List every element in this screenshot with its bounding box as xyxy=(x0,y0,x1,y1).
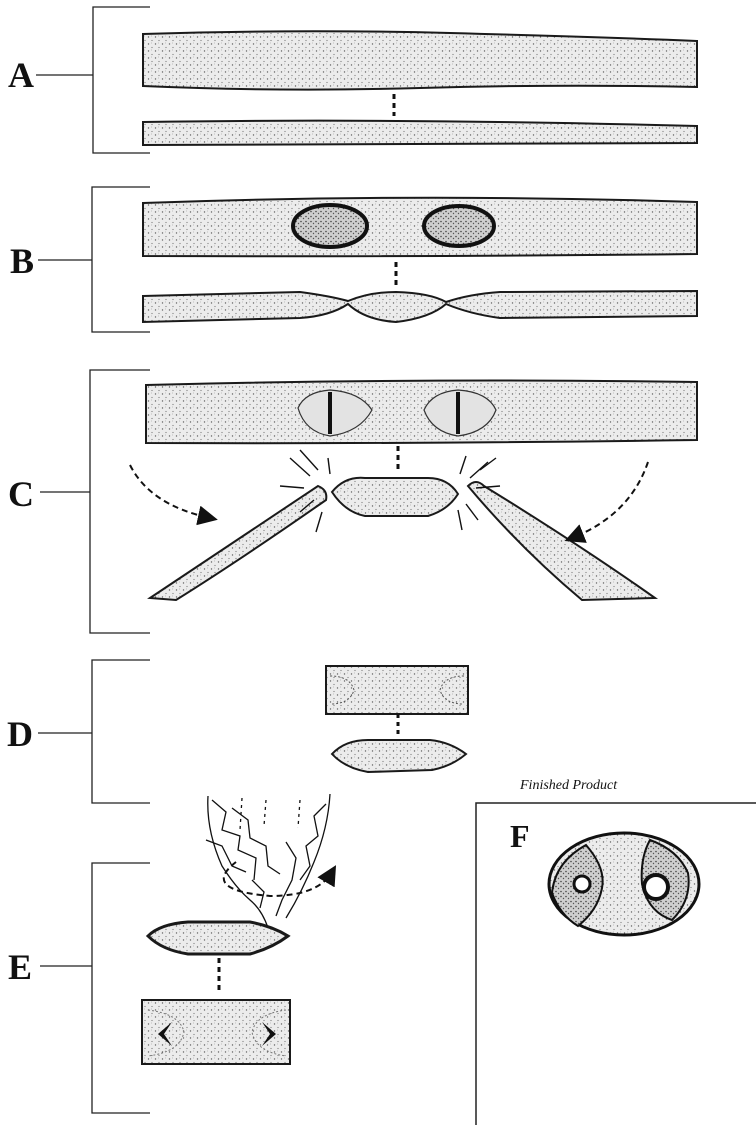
step-label-f: F xyxy=(510,820,530,852)
step-e-bracket xyxy=(92,863,150,1113)
step-b-bracket xyxy=(92,187,150,332)
freed-bead xyxy=(332,478,458,516)
step-a-panel xyxy=(36,7,697,153)
bead-blank-left xyxy=(293,205,367,247)
step-c-bracket xyxy=(90,370,150,633)
step-a-bracket xyxy=(93,7,150,153)
shard-left xyxy=(150,486,326,600)
step-label-a: A xyxy=(8,57,34,93)
bead-e-side-view xyxy=(148,922,288,954)
arrow-left xyxy=(130,465,210,518)
step-d-bracket xyxy=(92,660,150,803)
step-b-panel xyxy=(38,187,697,332)
cane-b-lower xyxy=(143,291,697,322)
finished-bead-hole-left xyxy=(574,876,590,892)
bead-blank-right xyxy=(424,206,494,246)
cane-thin xyxy=(143,121,697,145)
cane-b-upper xyxy=(143,198,697,257)
hide-pouch xyxy=(206,794,330,928)
polish-arrow xyxy=(224,862,332,896)
step-label-c: C xyxy=(8,476,34,512)
arrow-right xyxy=(572,462,648,538)
finished-bead-hole-right xyxy=(644,875,668,899)
cane-wide xyxy=(143,31,697,89)
bead-d-end-view xyxy=(326,666,468,714)
bead-d-side-view xyxy=(332,740,466,772)
step-d-panel xyxy=(38,660,468,803)
step-c-panel xyxy=(40,370,697,633)
finished-caption: Finished Product xyxy=(520,778,617,794)
step-e-panel xyxy=(40,794,332,1113)
step-label-b: B xyxy=(10,243,34,279)
step-label-d: D xyxy=(7,716,33,752)
step-label-e: E xyxy=(8,949,32,985)
cane-c xyxy=(146,381,697,444)
